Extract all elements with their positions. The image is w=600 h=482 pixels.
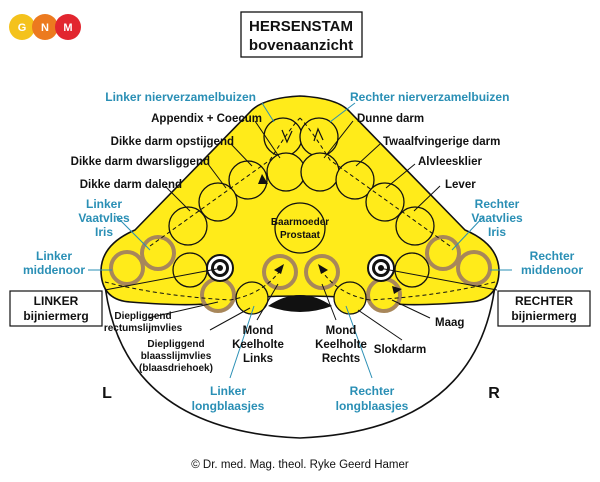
label-linker-vaatvlies-line2: Vaatvlies [78,211,130,225]
arrow-icon-left-kidney [281,129,293,144]
relay-left-middle-ear-outer [109,250,145,286]
label-dikke-darm-dwarsliggend: Dikke darm dwarsliggend [71,156,210,168]
relay-right-middle-ear-outer [456,250,492,286]
digestive-pathway [104,117,496,301]
leader-lines [88,102,512,379]
label-blaas-line3: (blaasdriehoek) [139,363,213,374]
relay-left-middle-ear-inner [140,235,176,271]
label-linker-longblaasjes-line1: Linker [210,384,246,398]
center-label-line2: Prostaat [280,230,321,241]
title-line2: bovenaanzicht [249,37,353,54]
label-rechter-vaatvlies-line1: Rechter [475,197,520,211]
title-box: HERSENSTAM bovenaanzicht [240,11,363,58]
side-marker-left: L [102,385,112,402]
label-dunne-darm: Dunne darm [357,113,424,125]
label-rechter-nierverzamelbuizen: Rechter nierverzamelbuizen [350,90,509,104]
box-left-line1: LINKER [34,294,79,308]
relay-appendix [266,152,306,192]
relay-centre [274,202,326,254]
copyright-text: © Dr. med. Mag. theol. Ryke Geerd Hamer [191,459,409,471]
arrow-icon-right-kidney [313,127,324,142]
title-line1: HERSENSTAM [249,18,353,35]
label-dikke-darm-dalend: Dikke darm dalend [80,179,182,191]
relay-right-vaatvlies [394,252,430,288]
label-dikke-darm-opstijgend: Dikke darm opstijgend [111,136,234,148]
label-mond-links-line3: Links [243,353,273,365]
brown-relays [109,235,492,313]
relay-right-middle-ear-inner [425,235,461,271]
label-rechter-middenoor-line2: middenoor [521,263,583,277]
arrow-icon-mouth-right [318,264,328,274]
arrow-icon-mouth-left [274,264,284,274]
label-linker-longblaasjes-line2: longblaasjes [192,399,265,413]
label-mond-rechts-line3: Rechts [322,353,360,365]
relay-left-bladder [235,281,269,315]
side-marker-right: R [488,385,500,402]
relay-liver [395,206,435,246]
gnm-logo: G N M [9,14,81,40]
label-rechter-vaatvlies-line2: Vaatvlies [471,211,523,225]
label-mond-rechts-line2: Keelholte [315,339,367,351]
relay-circles [168,117,435,315]
center-label-line1: Baarmoeder [271,217,329,228]
relay-left-vaatvlies [172,252,208,288]
label-blaas-line2: blaasslijmvlies [141,351,212,362]
logo-letter-g: G [18,22,27,34]
logo-letter-n: N [41,22,49,34]
box-right-line1: RECHTER [515,294,573,308]
logo-circle-m [55,14,81,40]
relay-colon-ascending [228,160,268,200]
label-linker-vaatvlies-line1: Linker [86,197,122,211]
label-linker-middenoor-line2: middenoor [23,263,85,277]
label-rechter-vaatvlies-line3: Iris [488,225,506,239]
relay-left-rectum [200,277,236,313]
box-left-line2: bijniermerg [23,309,88,323]
relay-colon-transverse [198,182,238,222]
label-linker-nierverzamelbuizen: Linker nierverzamelbuizen [105,90,256,104]
box-rechter-bijniermerg: RECHTER bijniermerg [497,290,591,327]
label-alvleesklier: Alvleesklier [418,156,482,168]
label-rechter-middenoor-line1: Rechter [530,249,575,263]
label-lever: Lever [445,179,476,191]
label-rectum-line1: Diepliggend [114,311,171,322]
label-twaalfvingerige-darm: Twaalfvingerige darm [383,136,500,148]
relay-small-intestine [300,152,340,192]
box-linker-bijniermerg: LINKER bijniermerg [9,290,103,327]
label-slokdarm: Slokdarm [374,344,426,356]
label-rechter-longblaasjes-line1: Rechter [350,384,395,398]
arrow-icon-stomach [392,286,402,294]
arrow-icon-colon [258,174,268,184]
label-linker-vaatvlies-line3: Iris [95,225,113,239]
label-linker-middenoor-line1: Linker [36,249,72,263]
label-appendix-coecum: Appendix + Coecum [151,113,262,125]
label-maag: Maag [435,317,464,329]
label-rectum-line2: rectumslijmvlies [104,323,183,334]
label-mond-links-line2: Keelholte [232,339,284,351]
relay-right-stomach [366,277,402,313]
box-right-line2: bijniermerg [511,309,576,323]
ventricle-shape [268,295,332,312]
logo-letter-m: M [63,22,72,34]
relay-left-kidney [263,117,303,157]
logo-circle-n [32,14,58,40]
logo-circle-g [9,14,35,40]
label-rechter-longblaasjes-line2: longblaasjes [336,399,409,413]
label-blaas-line1: Diepliggend [147,339,204,350]
label-mond-rechts-line1: Mond [326,325,357,337]
label-mond-links-line1: Mond [243,325,274,337]
relay-colon-descending [168,206,208,246]
relay-pancreas [365,182,405,222]
